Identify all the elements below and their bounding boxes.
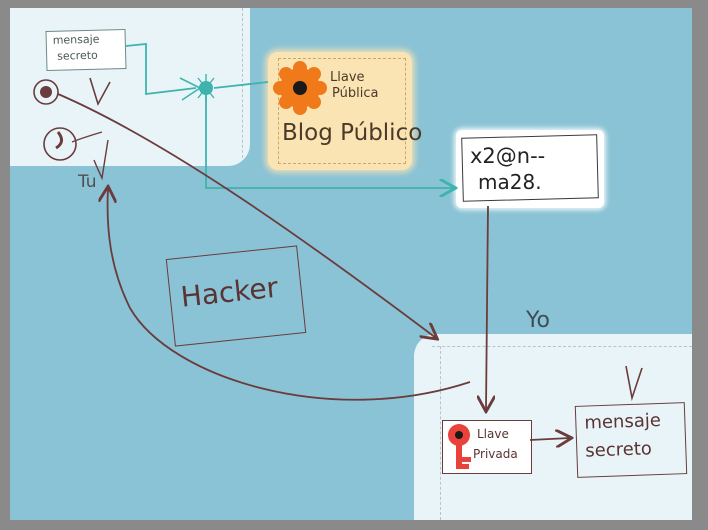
private-key-box: Llave Privada [442, 420, 532, 474]
public-blog-note: Llave Pública Blog Público [268, 52, 422, 170]
teal-node-icon [197, 74, 215, 102]
tu-label: Tu [78, 172, 97, 192]
yo-label: Yo [526, 308, 550, 333]
sender-panel-guide [242, 8, 243, 158]
key-icon [448, 424, 471, 469]
public-key-label-2: Pública [332, 86, 379, 101]
diagram-canvas: mensaje secreto Llave Pública Blog Públi… [10, 8, 692, 520]
teal-flow [125, 43, 454, 188]
ciphertext-line-1: x2@n-- [470, 144, 546, 168]
private-key-label-1: Llave [477, 427, 509, 441]
public-key-label-1: Llave [330, 70, 365, 85]
connector-lines [33, 43, 643, 520]
flower-key-icon [273, 61, 327, 115]
receiver-panel-guide-h [432, 346, 692, 347]
brown-flow [57, 93, 643, 440]
receiver-panel-guide-v [440, 346, 441, 520]
public-blog-label: Blog Público [282, 120, 423, 146]
private-key-label-2: Privada [473, 447, 518, 461]
ciphertext-line-2: ma28. [478, 170, 542, 194]
ciphertext-box: x2@n-- ma28. [456, 130, 604, 208]
sender-person-icon [33, 77, 111, 181]
